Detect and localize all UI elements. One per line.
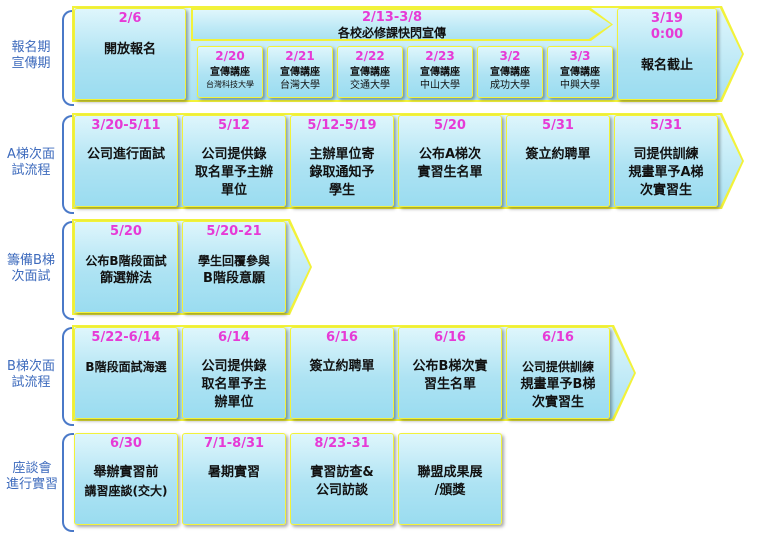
talk-box-nchu: 3/3 宣傳講座 中興大學	[547, 46, 613, 98]
talk-box-nsysu: 2/23 宣傳講座 中山大學	[407, 46, 473, 98]
seminar-pre-intern: 6/30 舉辦實習前 講習座談(交大)	[74, 433, 178, 525]
row-label-a-interview: A梯次面試流程	[7, 147, 55, 178]
a-step-training-plan: 5/31 司提供訓練 規畫單予A梯 次實習生	[614, 115, 718, 207]
a-step-sign-contract: 5/31 簽立約聘單	[506, 115, 610, 207]
promo-banner	[193, 10, 611, 39]
a-step-send-notice: 5/12-5/19 主辦單位寄 錄取通知予 學生	[290, 115, 394, 207]
b-step-audition: 5/22-6/14 B階段面試海選	[74, 327, 178, 419]
summer-internship: 7/1-8/31 暑期實習	[182, 433, 286, 525]
b-step-publish-list: 6/16 公布B梯次實 習生名單	[398, 327, 502, 419]
registration-close-box: 3/19 0:00 報名截止	[617, 8, 717, 100]
talk-box-ntust: 2/20 宣傳講座 台灣科技大學	[197, 46, 263, 98]
row-label-b-interview: B梯次面試流程	[7, 359, 55, 390]
promo-banner-text: 各校必修課快閃宣傳	[337, 26, 446, 40]
row-brace-1	[62, 10, 74, 106]
results-exhibition: 聯盟成果展 /頒獎	[398, 433, 502, 525]
row-brace-5	[62, 433, 74, 532]
open-registration-box: 2/6 開放報名	[74, 8, 186, 100]
a-step-interview: 3/20-5/11 公司進行面試	[74, 115, 178, 207]
b-prep-publish-method: 5/20 公布B階段面試 篩選辦法	[74, 221, 178, 313]
b-step-sign-contract: 6/16 簽立約聘單	[290, 327, 394, 419]
promo-banner-date: 2/13-3/8	[361, 10, 423, 25]
row-brace-4	[62, 327, 74, 426]
row-label-signup: 報名期宣傳期	[11, 40, 51, 71]
talk-box-ntu: 2/21 宣傳講座 台灣大學	[267, 46, 333, 98]
row-label-seminar: 座談會進行實習	[5, 461, 58, 492]
talk-box-ncku: 3/2 宣傳講座 成功大學	[477, 46, 543, 98]
a-step-publish-list: 5/20 公布A梯次 實習生名單	[398, 115, 502, 207]
row-brace-2	[62, 115, 74, 214]
open-text: 開放報名	[103, 42, 156, 57]
a-step-company-list: 5/12 公司提供錄 取名單予主辦 單位	[182, 115, 286, 207]
open-date: 2/6	[118, 11, 142, 26]
row-label-b-prep: 籌備B梯次面試	[7, 253, 55, 284]
site-visit: 8/23-31 實習訪查& 公司訪談	[290, 433, 394, 525]
b-step-company-list: 6/14 公司提供錄 取名單予主 辦單位	[182, 327, 286, 419]
b-step-training-plan: 6/16 公司提供訓練 規畫單予B梯 次實習生	[506, 327, 610, 419]
b-prep-student-reply: 5/20-21 學生回覆參與 B階段意願	[182, 221, 286, 313]
talk-box-nctu: 2/22 宣傳講座 交通大學	[337, 46, 403, 98]
row-brace-3	[62, 221, 74, 320]
